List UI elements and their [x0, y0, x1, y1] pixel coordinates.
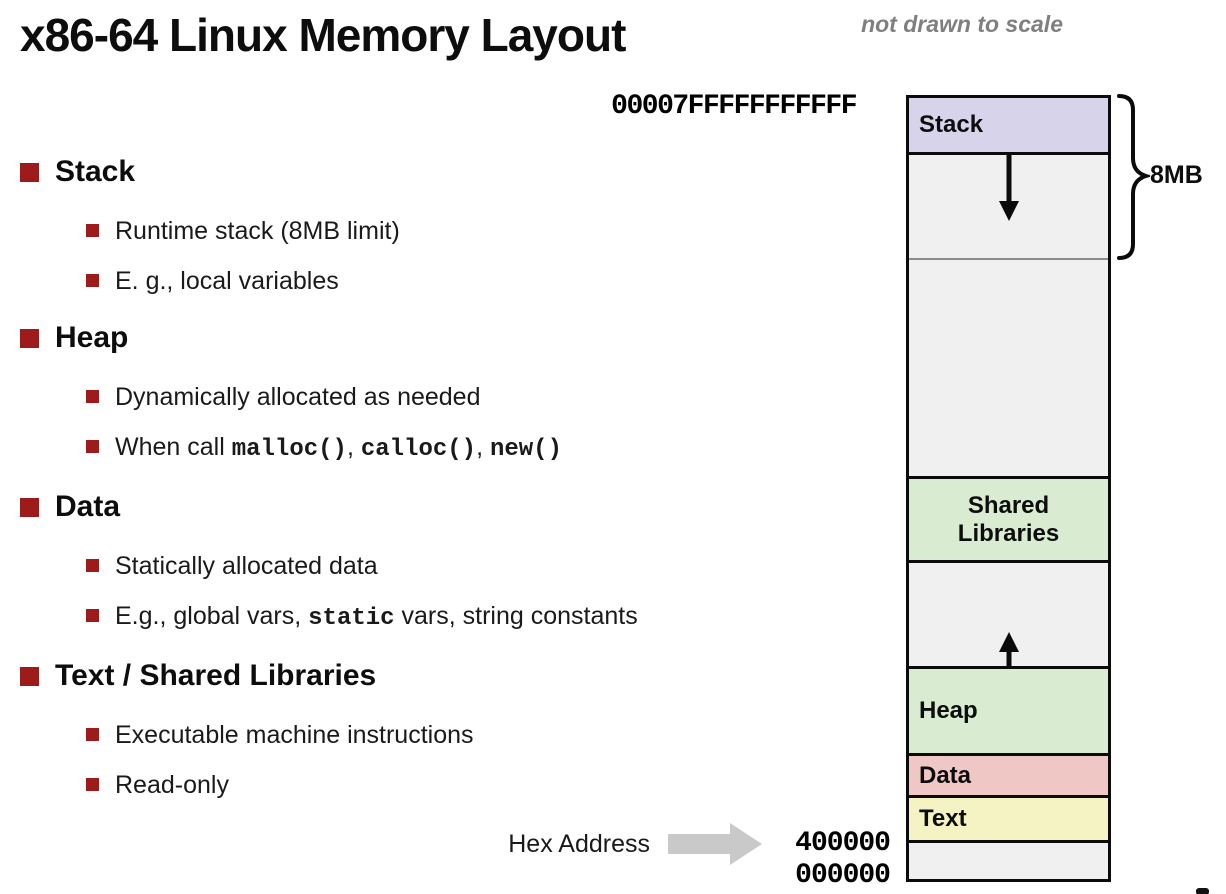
- segment-label-data: Data: [919, 761, 972, 789]
- bullet-item-text: Executable machine instructions: [115, 721, 474, 749]
- section-heading-data: Data: [20, 488, 860, 526]
- memory-segment-stack-growth: [909, 152, 1108, 258]
- memory-segment-unmapped-lower: [909, 840, 1108, 879]
- sub-bullet-square-icon: [86, 390, 99, 403]
- 8mb-brace-icon: [1117, 94, 1150, 260]
- bullet-item: Dynamically allocated as needed: [86, 381, 860, 413]
- bullet-item: When call malloc(), calloc(), new(): [86, 431, 860, 466]
- block-arrow-body: [668, 834, 730, 854]
- sub-bullet-square-icon: [86, 778, 99, 791]
- segment-label-stack: Stack: [919, 111, 984, 138]
- segment-label-heap: Heap: [919, 697, 978, 724]
- sub-bullet-square-icon: [86, 728, 99, 741]
- bullet-square-icon: [20, 163, 39, 182]
- sub-bullet-square-icon: [86, 224, 99, 237]
- bullet-item: Read-only: [86, 769, 860, 801]
- scale-note: not drawn to scale: [861, 11, 1063, 37]
- page-title: x86-64 Linux Memory Layout: [20, 9, 626, 61]
- memory-segment-data: Data: [909, 753, 1108, 795]
- address-400000: 400000: [795, 828, 891, 859]
- page-number-cropped: [1196, 888, 1209, 894]
- memory-segment-unmapped-upper: [909, 258, 1108, 476]
- section-heading-heap: Heap: [20, 319, 860, 357]
- bullet-item-text: Read-only: [115, 771, 229, 799]
- bullet-square-icon: [20, 329, 39, 348]
- memory-segment-heap: Heap: [909, 666, 1108, 753]
- right-block-arrow-icon: [668, 823, 762, 865]
- bullet-item: Statically allocated data: [86, 550, 860, 582]
- bullet-item: E.g., global vars, static vars, string c…: [86, 600, 860, 635]
- bullet-square-icon: [20, 667, 39, 686]
- top-hex-address: 00007FFFFFFFFFFF: [611, 91, 857, 122]
- bullet-item-text: Runtime stack (8MB limit): [115, 217, 400, 245]
- sub-bullet-square-icon: [86, 609, 99, 622]
- memory-segment-text: Text: [909, 795, 1108, 840]
- section-heading-label: Text / Shared Libraries: [55, 659, 377, 692]
- bullet-square-icon: [20, 498, 39, 517]
- bullet-item-text: Statically allocated data: [115, 552, 378, 580]
- memory-segment-shared-libraries: Shared Libraries: [909, 476, 1108, 560]
- bullet-item-text: When call malloc(), calloc(), new(): [115, 433, 562, 463]
- sub-bullet-square-icon: [86, 559, 99, 572]
- hex-address-caption: Hex Address: [508, 830, 650, 858]
- memory-segment-stack: Stack: [909, 98, 1108, 152]
- section-heading-stack: Stack: [20, 153, 860, 191]
- stack-growth-arrow-icon: [998, 155, 1019, 221]
- section-heading-label: Heap: [55, 321, 129, 354]
- address-000000: 000000: [795, 860, 891, 891]
- sub-bullet-square-icon: [86, 274, 99, 287]
- bullet-item: Executable machine instructions: [86, 719, 860, 751]
- brace-label-8mb: 8MB: [1150, 161, 1203, 189]
- bullet-item: Runtime stack (8MB limit): [86, 215, 860, 247]
- section-heading-label: Stack: [55, 155, 136, 188]
- bullet-item-text: E.g., global vars, static vars, string c…: [115, 602, 638, 632]
- section-heading-label: Data: [55, 490, 121, 523]
- bullet-item: E. g., local variables: [86, 265, 860, 297]
- segment-label-shared-libraries: Shared Libraries: [957, 491, 1060, 547]
- heap-growth-arrow-icon: [998, 632, 1019, 666]
- memory-segment-heap-growth: [909, 560, 1108, 666]
- bullet-item-text: Dynamically allocated as needed: [115, 383, 481, 411]
- bullet-item-text: E. g., local variables: [115, 267, 339, 295]
- sub-bullet-square-icon: [86, 440, 99, 453]
- segment-label-text: Text: [919, 805, 967, 832]
- section-heading-text-shared-libraries: Text / Shared Libraries: [20, 657, 860, 695]
- block-arrow-head: [730, 823, 762, 865]
